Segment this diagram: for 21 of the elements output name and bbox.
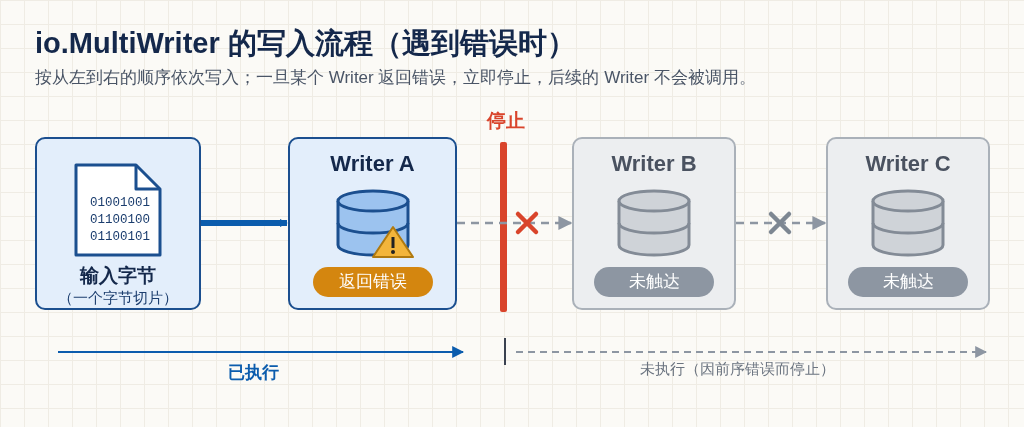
writer-box — [572, 137, 736, 310]
writer-box — [288, 137, 457, 310]
node-heading: 输入字节 — [78, 264, 157, 288]
writer-box — [826, 137, 990, 310]
status-pill: 未触达 — [594, 267, 714, 297]
node-subtext: （一个字节切片） — [57, 289, 179, 308]
input-box — [35, 137, 201, 310]
status-pill: 未触达 — [848, 267, 968, 297]
status-pill: 返回错误 — [312, 267, 433, 297]
node-heading: Writer A — [329, 151, 416, 177]
node-heading: Writer C — [864, 151, 952, 177]
arrow — [736, 216, 827, 230]
stop-label: 停止 — [487, 109, 525, 133]
title: io.MultiWriter 的写入流程（遇到错误时） — [35, 26, 576, 61]
timeline-label: 未执行（因前序错误而停止） — [640, 360, 835, 379]
arrow — [201, 219, 288, 227]
subtitle: 按从左到右的顺序依次写入；一旦某个 Writer 返回错误，立即停止，后续的 Writer 不会被调用。 — [35, 67, 756, 89]
node-heading: Writer B — [610, 151, 698, 177]
arrow — [457, 216, 573, 230]
binary-text: 01001001 01100100 01100101 — [89, 195, 151, 246]
timeline-label: 已执行 — [228, 362, 279, 384]
